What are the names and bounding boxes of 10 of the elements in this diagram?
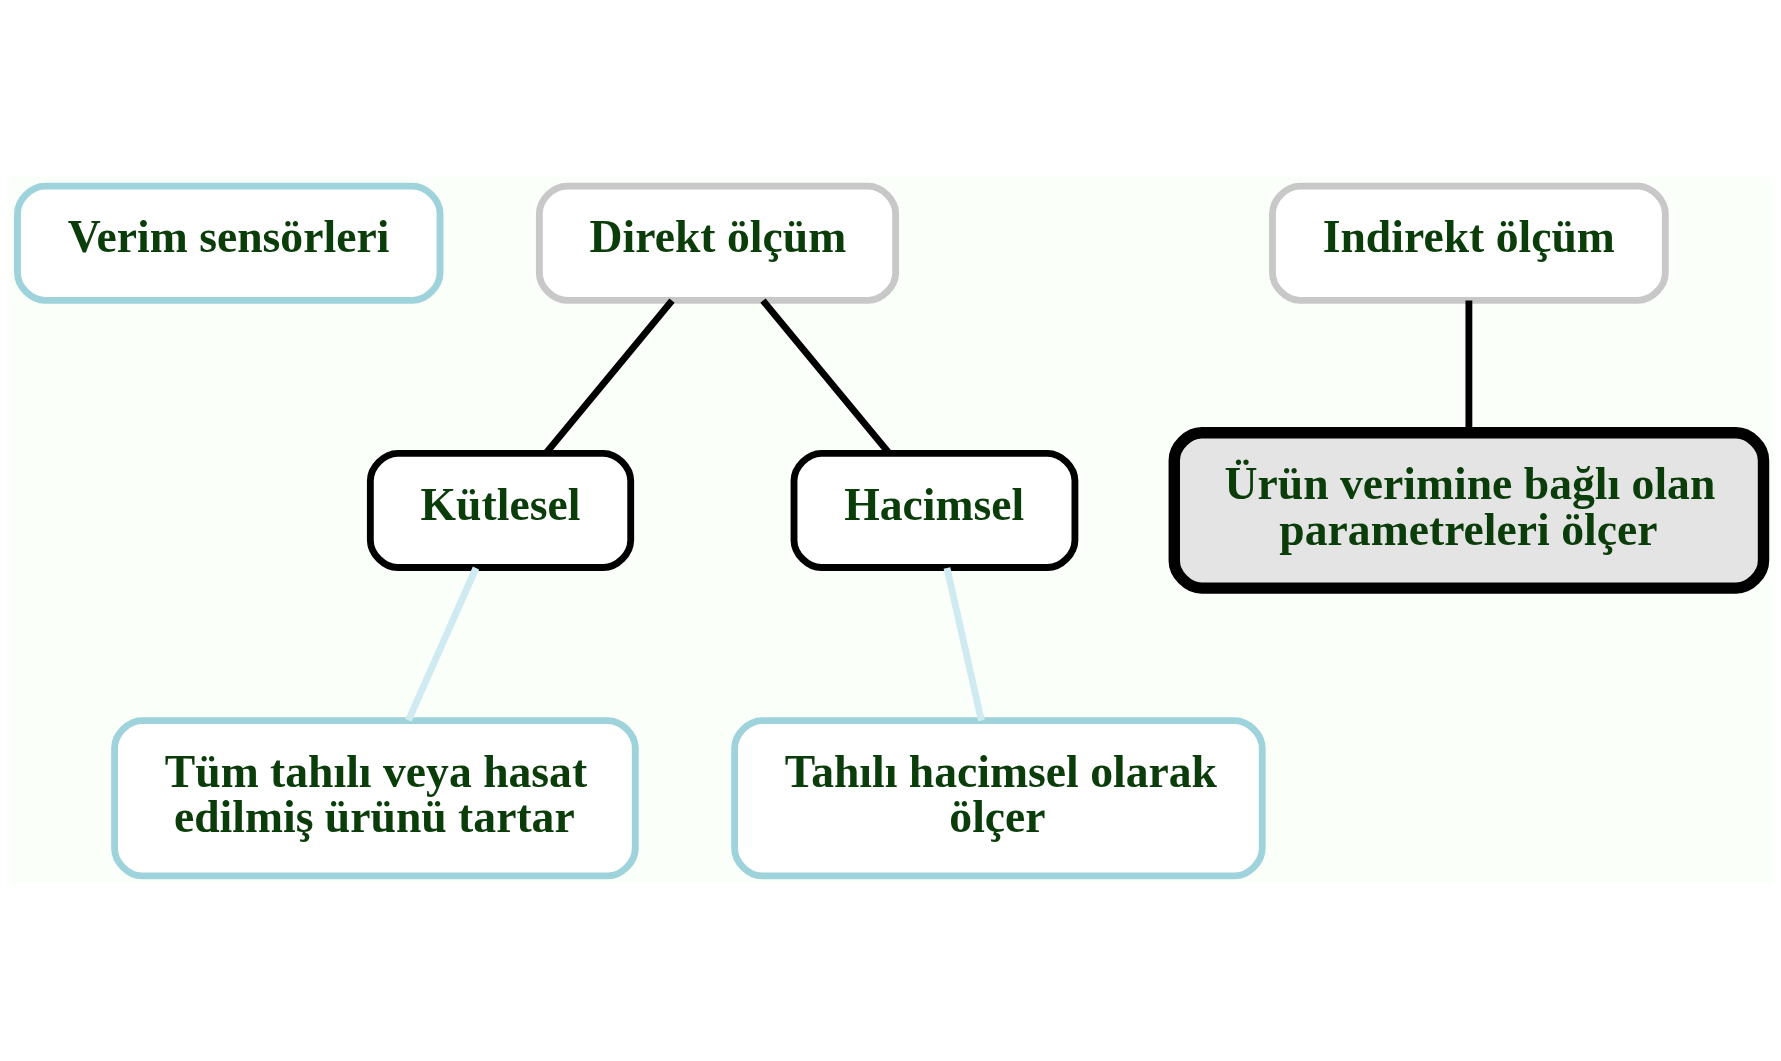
node-box: Direkt ölçüm	[535, 182, 900, 304]
node-box: Hacimsel	[790, 449, 1079, 571]
node-box: Verim sensörleri	[14, 182, 444, 304]
node-box: Ürün verimine bağlı olan parametreleri ölçer	[1168, 426, 1770, 594]
connector	[405, 566, 480, 722]
node-box: Tahılı hacimsel olarak ölçer	[731, 716, 1266, 879]
node-box: Tüm tahılı veya hasat edilmiş ürünü tartar	[111, 716, 639, 879]
connector	[943, 566, 985, 721]
node-box: Indirekt ölçüm	[1269, 182, 1669, 304]
node-box: Kütlesel	[366, 449, 635, 571]
